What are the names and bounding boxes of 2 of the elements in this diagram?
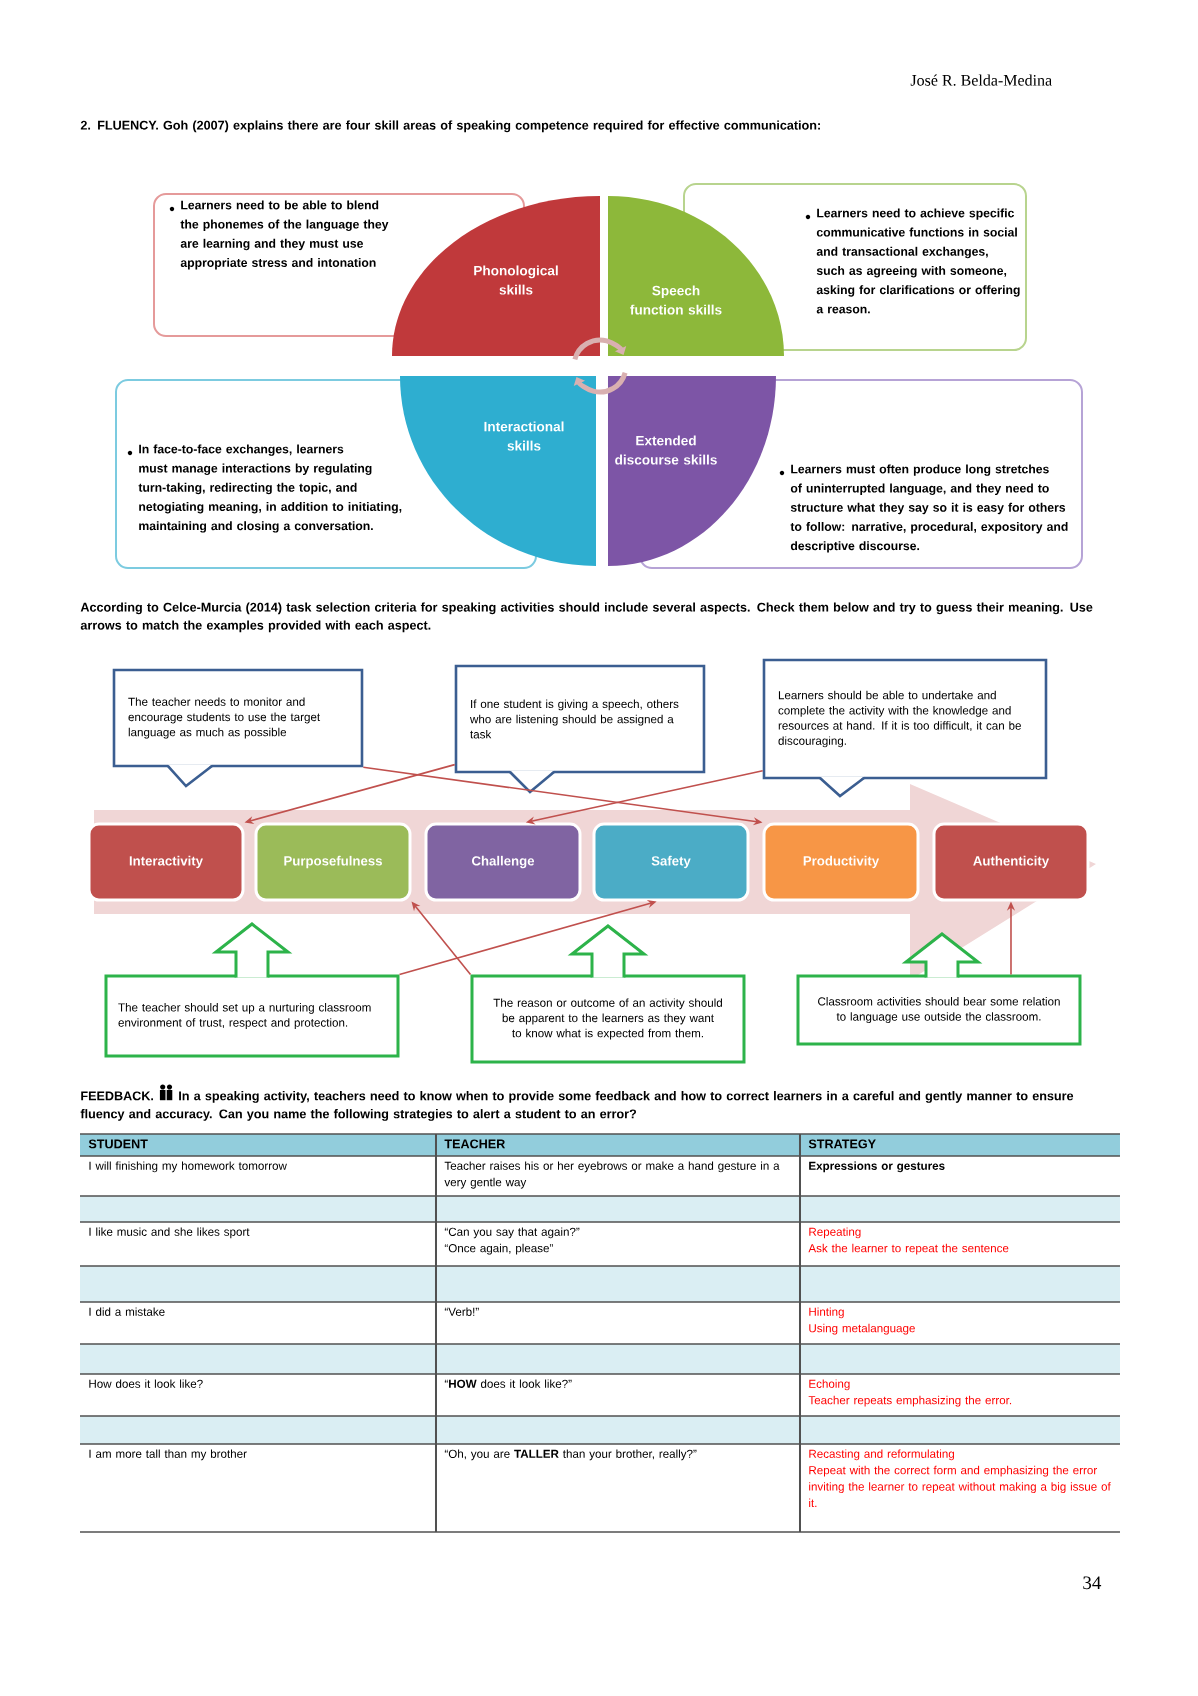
page-number: 34 [1083, 1576, 1102, 1590]
running-header: José R. Belda-Medina [910, 74, 1052, 86]
